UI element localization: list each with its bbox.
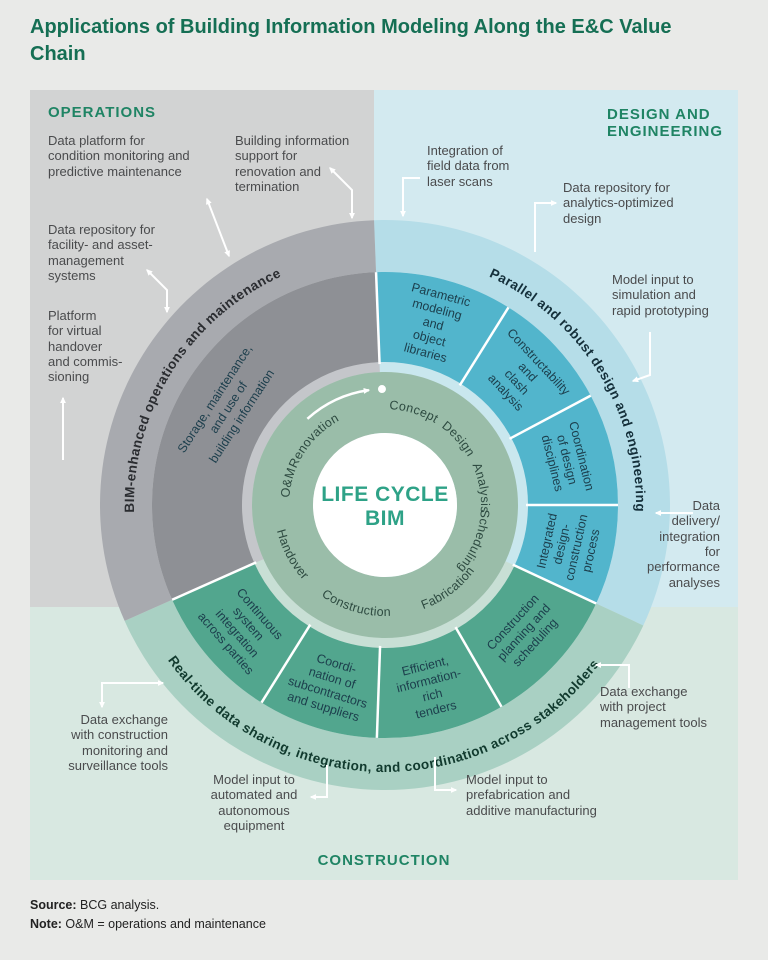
halo-ring-design bbox=[379, 362, 528, 566]
outer-band-design bbox=[374, 220, 670, 626]
callout-virtual-handover: Platform for virtual handover and commis… bbox=[48, 308, 123, 385]
callout-arrow-4 bbox=[400, 177, 420, 218]
footer-notes: Source: BCG analysis. Note: O&M = operat… bbox=[30, 896, 266, 934]
callout-prefabrication: Model input to prefabrication and additi… bbox=[466, 772, 597, 818]
operations-header: OPERATIONS bbox=[48, 104, 157, 121]
cycle-arrow bbox=[306, 387, 371, 420]
callout-renovation-support: Building information support for renovat… bbox=[235, 133, 350, 194]
halo-ring-construction bbox=[254, 559, 515, 648]
construction-header: CONSTRUCTION bbox=[317, 852, 451, 869]
callout-project-management-tools: Data exchange with project management to… bbox=[600, 684, 707, 730]
callout-arrow-2 bbox=[146, 269, 170, 314]
outer-band-operations bbox=[100, 220, 377, 621]
outer-band-construction bbox=[124, 599, 644, 791]
segment-divider bbox=[458, 306, 510, 387]
segment-divider bbox=[454, 626, 503, 708]
segment-divider bbox=[374, 272, 381, 365]
source-line: Source: BCG analysis. bbox=[30, 898, 160, 912]
segment-construction-2 bbox=[261, 626, 381, 738]
callout-condition-monitoring: Data platform for condition monitoring a… bbox=[48, 133, 190, 179]
segment-label-design-0: Parametricmodelingandobjectlibraries bbox=[394, 280, 472, 367]
callout-surveillance-tools: Data exchange with construction monitori… bbox=[68, 712, 168, 773]
segment-design-3 bbox=[514, 505, 618, 604]
segment-divider bbox=[508, 394, 592, 440]
segment-construction-3 bbox=[172, 563, 310, 703]
callout-arrow-8 bbox=[594, 662, 630, 688]
segment-divider bbox=[512, 563, 597, 605]
design-header: DESIGN AND ENGINEERING bbox=[607, 106, 724, 140]
callout-arrow-5 bbox=[534, 200, 558, 252]
segment-design-0 bbox=[376, 272, 509, 384]
page-title: Applications of Building Information Mod… bbox=[30, 16, 672, 65]
callout-arrow-0 bbox=[206, 197, 230, 258]
callout-autonomous-equipment: Model input to automated and autonomous … bbox=[210, 772, 298, 833]
callout-arrow-10 bbox=[309, 765, 328, 800]
center-circle bbox=[313, 433, 457, 577]
cycle-start-dot bbox=[377, 385, 386, 394]
segment-design-1 bbox=[460, 307, 591, 438]
phase-ring bbox=[252, 372, 518, 638]
segment-operations-0 bbox=[152, 272, 380, 600]
segment-divider bbox=[375, 645, 382, 738]
callout-facility-asset-repository: Data repository for facility- and asset-… bbox=[48, 222, 155, 283]
segment-construction-1 bbox=[376, 628, 502, 739]
segment-divider bbox=[260, 623, 312, 704]
segment-label-design-3: Integrateddesign-constructionprocess bbox=[533, 506, 605, 585]
callout-laser-scans: Integration of field data from laser sca… bbox=[427, 143, 510, 189]
note-line: Note: O&M = operations and maintenance bbox=[30, 916, 266, 931]
callout-arrow-11 bbox=[99, 680, 165, 709]
segment-divider bbox=[171, 561, 257, 601]
callout-simulation-prototyping: Model input to simulation and rapid prot… bbox=[612, 272, 709, 318]
callout-analytics-repository: Data repository for analytics-optimized … bbox=[563, 180, 674, 226]
segment-design-2 bbox=[511, 395, 618, 505]
callout-arrow-6 bbox=[631, 332, 651, 383]
callout-performance-analyses: Data delivery/ integration for performan… bbox=[647, 498, 720, 590]
callout-arrow-1 bbox=[329, 167, 355, 220]
halo-ring-operations bbox=[242, 362, 380, 564]
callout-arrow-9 bbox=[434, 757, 458, 793]
segment-construction-0 bbox=[456, 565, 597, 707]
